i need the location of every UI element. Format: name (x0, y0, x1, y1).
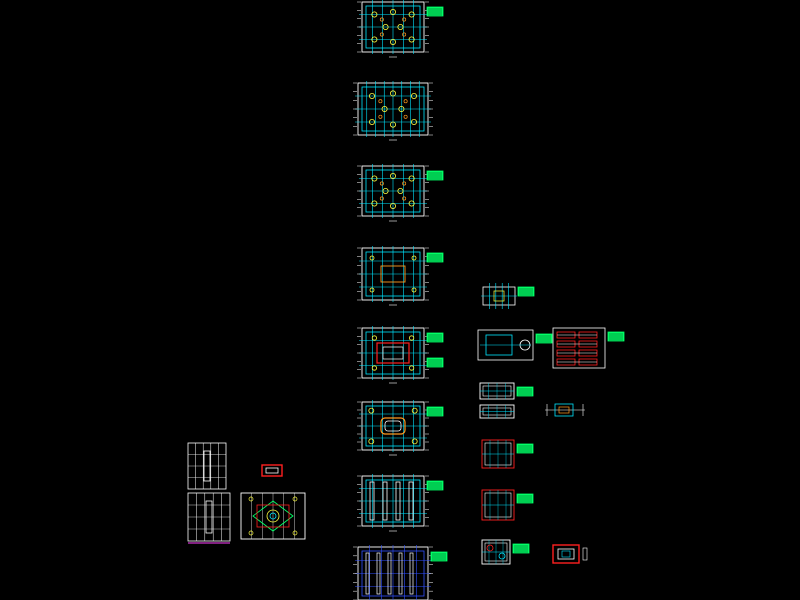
title-block (426, 357, 444, 368)
drawing-sheet-insert-1[interactable] (545, 403, 585, 417)
title-block (426, 406, 444, 417)
drawing-sheet-elevation-1[interactable] (187, 442, 227, 490)
drawing-sheet-top-view[interactable] (240, 492, 306, 540)
drawing-sheet-assembly-1[interactable] (477, 329, 553, 361)
title-block (426, 170, 444, 181)
drawing-sheet-plate-5[interactable] (357, 326, 444, 384)
title-block (535, 333, 553, 344)
title-block (426, 480, 444, 491)
drawing-sheet-plate-8[interactable] (353, 545, 448, 600)
drawing-sheet-assembly-2[interactable] (552, 327, 625, 369)
title-block (516, 443, 534, 454)
drawing-sheet-plate-1[interactable] (357, 0, 444, 58)
drawing-sheet-part-4[interactable] (481, 489, 534, 521)
drawing-sheet-plate-6[interactable] (357, 400, 444, 456)
title-block (430, 551, 448, 562)
marker-badge-icon (261, 464, 283, 477)
drawing-sheet-insert-2[interactable] (552, 544, 588, 564)
title-block (512, 543, 530, 554)
drawing-sheet-part-2[interactable] (479, 404, 515, 419)
drawing-sheet-part-1[interactable] (479, 382, 534, 400)
title-block (516, 386, 534, 397)
drawing-sheet-elevation-2[interactable] (187, 492, 231, 544)
title-block (426, 332, 444, 343)
drawing-sheet-plate-4[interactable] (357, 246, 444, 306)
drawing-sheet-part-3[interactable] (481, 439, 534, 469)
title-block (607, 331, 625, 342)
drawing-sheet-plate-7[interactable] (357, 474, 444, 532)
drawing-sheet-part-5[interactable] (481, 539, 530, 565)
title-block (426, 252, 444, 263)
title-block (517, 286, 535, 297)
drawing-sheet-section-1[interactable] (481, 283, 535, 309)
drawing-sheet-plate-2[interactable] (353, 81, 433, 141)
title-block (426, 6, 444, 17)
title-block (516, 493, 534, 504)
drawing-sheet-plate-3[interactable] (357, 164, 444, 222)
